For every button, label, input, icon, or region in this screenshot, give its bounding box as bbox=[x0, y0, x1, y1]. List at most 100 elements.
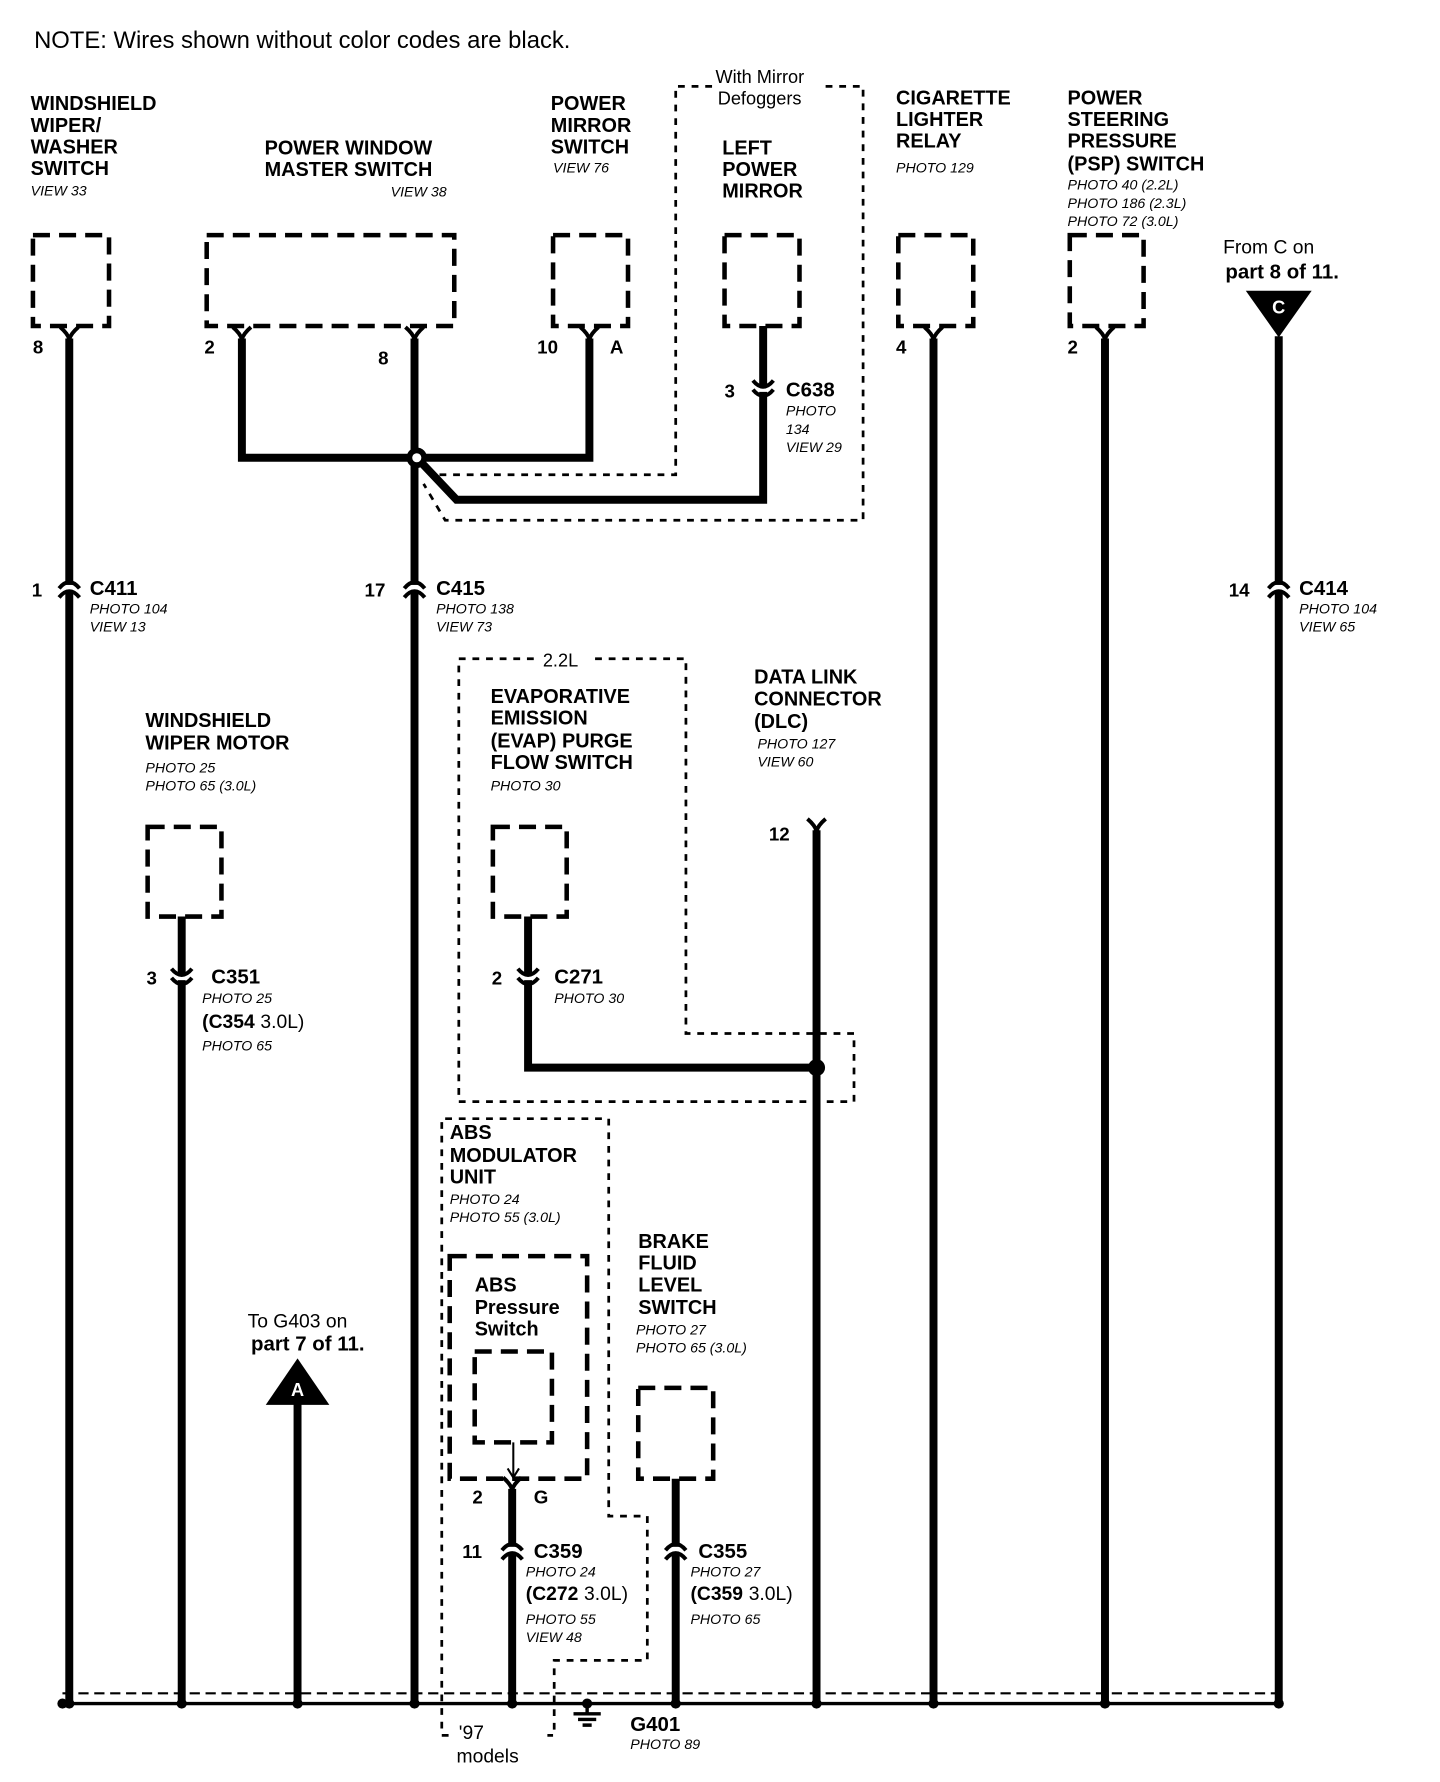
connector-id: C415 bbox=[436, 577, 485, 600]
connector-id: C638 bbox=[786, 378, 835, 401]
component-psp-switch: POWER STEERING PRESSURE (PSP) SWITCH PHO… bbox=[1067, 88, 1205, 357]
component-label: PRESSURE bbox=[1068, 131, 1177, 153]
component-label: POWER bbox=[551, 93, 626, 115]
pin-terminal-icon bbox=[922, 325, 945, 342]
pin-terminal-icon bbox=[230, 325, 253, 342]
wire-evap-switch bbox=[524, 916, 817, 1072]
connector-pin: 11 bbox=[462, 1541, 482, 1562]
bus-dot bbox=[507, 1698, 518, 1709]
bus-dot bbox=[292, 1698, 303, 1709]
connector-c638: 3 C638 PHOTO 134 VIEW 29 bbox=[725, 378, 842, 456]
component-label: RELAY bbox=[896, 131, 961, 153]
connector-ref: PHOTO bbox=[786, 404, 836, 420]
component-label: MIRROR bbox=[722, 181, 803, 203]
component-abs-modulator-unit: ABS MODULATOR UNIT PHOTO 24 PHOTO 55 (3.… bbox=[447, 1122, 590, 1768]
pin-letter: G bbox=[534, 1487, 549, 1508]
ground-ref: PHOTO 89 bbox=[630, 1737, 700, 1753]
pin-terminal-icon bbox=[578, 325, 601, 342]
component-ref: PHOTO 55 (3.0L) bbox=[450, 1210, 561, 1226]
connector-id: C355 bbox=[698, 1540, 747, 1563]
component-box bbox=[145, 824, 224, 919]
component-label: LEVEL bbox=[638, 1274, 702, 1296]
component-label: DATA LINK bbox=[754, 667, 858, 689]
component-label: POWER bbox=[1068, 88, 1143, 110]
connector-pin: 17 bbox=[365, 579, 386, 600]
connector-ref: PHOTO 27 bbox=[690, 1564, 761, 1580]
component-ref: VIEW 76 bbox=[553, 161, 609, 177]
ground-bus-dots bbox=[57, 1698, 1284, 1709]
pin-number: 4 bbox=[896, 336, 907, 357]
component-label: MODULATOR bbox=[450, 1145, 577, 1167]
splice-junction-dlc bbox=[808, 1059, 826, 1077]
arrow-down-icon bbox=[506, 1442, 520, 1480]
sub-component-label: ABS bbox=[475, 1274, 517, 1296]
mirror-defogger-group-outline-lower bbox=[422, 85, 865, 522]
pin-terminal-icon bbox=[403, 325, 426, 342]
component-ref: PHOTO 129 bbox=[896, 161, 974, 177]
bus-dot bbox=[670, 1698, 681, 1709]
component-label: MIRROR bbox=[551, 115, 632, 137]
component-label: MASTER SWITCH bbox=[265, 159, 433, 181]
connector-c271: 2 C271 PHOTO 30 bbox=[492, 966, 624, 1007]
note-text: NOTE: Wires shown without color codes ar… bbox=[34, 27, 570, 54]
component-ref: PHOTO 40 (2.2L) bbox=[1068, 178, 1179, 194]
connector-id: C351 bbox=[211, 966, 260, 989]
connector-alt-ref: PHOTO 65 bbox=[690, 1612, 760, 1628]
component-brake-fluid-level-switch: BRAKE FLUID LEVEL SWITCH PHOTO 27 PHOTO … bbox=[635, 1231, 747, 1481]
group-variant-label: models bbox=[457, 1747, 519, 1768]
connector-ref: PHOTO 138 bbox=[436, 601, 514, 617]
component-label: POWER bbox=[722, 159, 797, 181]
component-label: (PSP) SWITCH bbox=[1068, 153, 1205, 175]
wires bbox=[65, 326, 1283, 1704]
pin-letter: A bbox=[610, 336, 624, 357]
connector-alt-id: (C272 bbox=[526, 1584, 579, 1605]
component-label: UNIT bbox=[450, 1166, 496, 1188]
abs-modulator-group-outline bbox=[440, 1117, 649, 1737]
pin-terminal-icon bbox=[58, 325, 81, 342]
connector-ref: PHOTO 24 bbox=[526, 1564, 596, 1580]
connector-c415: 17 C415 PHOTO 138 VIEW 73 bbox=[365, 577, 514, 635]
offpage-triangle-down-icon bbox=[1245, 290, 1312, 338]
connector-id: C414 bbox=[1299, 577, 1348, 600]
mirror-defogger-group-outline bbox=[429, 85, 713, 477]
component-label: FLOW SWITCH bbox=[491, 752, 633, 774]
connector-alt-ref: PHOTO 65 bbox=[202, 1039, 272, 1055]
component-label: WIPER MOTOR bbox=[145, 733, 289, 755]
component-label: WINDSHIELD bbox=[145, 710, 271, 732]
group-variant-label: With Mirror bbox=[715, 67, 804, 87]
connector-ref: VIEW 13 bbox=[90, 620, 146, 636]
component-ref: PHOTO 30 bbox=[491, 778, 561, 794]
group-variant-label: '97 bbox=[459, 1723, 484, 1744]
component-cigarette-lighter-relay: CIGARETTE LIGHTER RELAY PHOTO 129 4 bbox=[896, 88, 1011, 357]
component-label: EMISSION bbox=[491, 708, 588, 730]
bus-dot bbox=[176, 1698, 187, 1709]
connector-ref: VIEW 73 bbox=[436, 620, 492, 636]
connector-ref: 134 bbox=[786, 422, 810, 438]
component-box bbox=[30, 232, 112, 329]
component-box bbox=[896, 232, 976, 329]
component-ref: PHOTO 65 (3.0L) bbox=[636, 1341, 747, 1357]
component-box bbox=[1067, 232, 1146, 329]
bus-dot bbox=[811, 1698, 822, 1709]
component-label: (EVAP) PURGE bbox=[491, 730, 633, 752]
ground-symbol-icon bbox=[573, 1703, 601, 1727]
component-label: SWITCH bbox=[551, 136, 629, 158]
bus-dot bbox=[928, 1698, 939, 1709]
connector-alt-note: 3.0L) bbox=[260, 1012, 304, 1033]
connector-c411: 1 C411 PHOTO 104 VIEW 13 bbox=[32, 577, 168, 635]
pin-number: 2 bbox=[204, 336, 214, 357]
component-box bbox=[490, 824, 569, 919]
component-ref: PHOTO 27 bbox=[636, 1322, 707, 1338]
component-wiper-motor: WINDSHIELD WIPER MOTOR PHOTO 25 PHOTO 65… bbox=[145, 710, 290, 919]
pin-number: 10 bbox=[537, 336, 558, 357]
component-ref: PHOTO 72 (3.0L) bbox=[1068, 214, 1179, 230]
wire-left-mirror bbox=[413, 326, 768, 504]
component-label: POWER WINDOW bbox=[265, 138, 433, 160]
component-left-power-mirror: With Mirror Defoggers LEFT POWER MIRROR bbox=[715, 67, 804, 329]
component-label: BRAKE bbox=[638, 1231, 709, 1253]
